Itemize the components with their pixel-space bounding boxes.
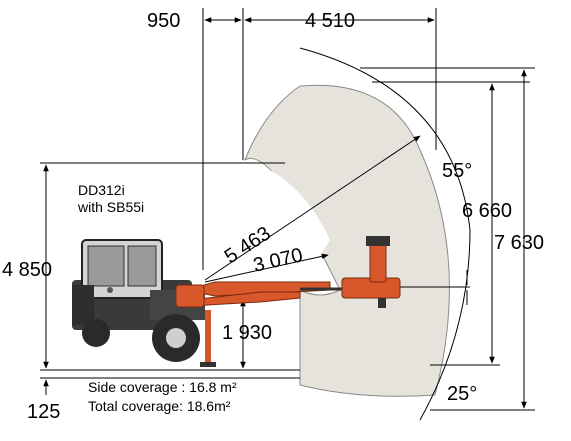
coverage-area: [243, 84, 450, 397]
dim-125: 125: [27, 401, 60, 423]
dim-6660: 6 660: [462, 200, 512, 222]
dim-1930: 1 930: [222, 322, 272, 344]
angle-arc: [299, 47, 471, 421]
dim-5463-line: [204, 135, 421, 281]
dim-4510: 4 510: [305, 10, 355, 32]
dim-25deg: 25°: [447, 383, 477, 405]
dim-3070-line: [204, 253, 329, 283]
dim-4850: 4 850: [2, 259, 52, 281]
dim-55deg: 55°: [442, 160, 472, 182]
model-name: DD312i: [78, 182, 125, 198]
model-subtitle: with SB55i: [77, 199, 144, 215]
drill-rig-illustration: [72, 236, 401, 367]
total-coverage: Total coverage: 18.6m²: [88, 398, 231, 414]
side-coverage: Side coverage : 16.8 m²: [88, 379, 237, 395]
dim-950: 950: [147, 10, 180, 32]
dim-7630: 7 630: [494, 232, 544, 254]
